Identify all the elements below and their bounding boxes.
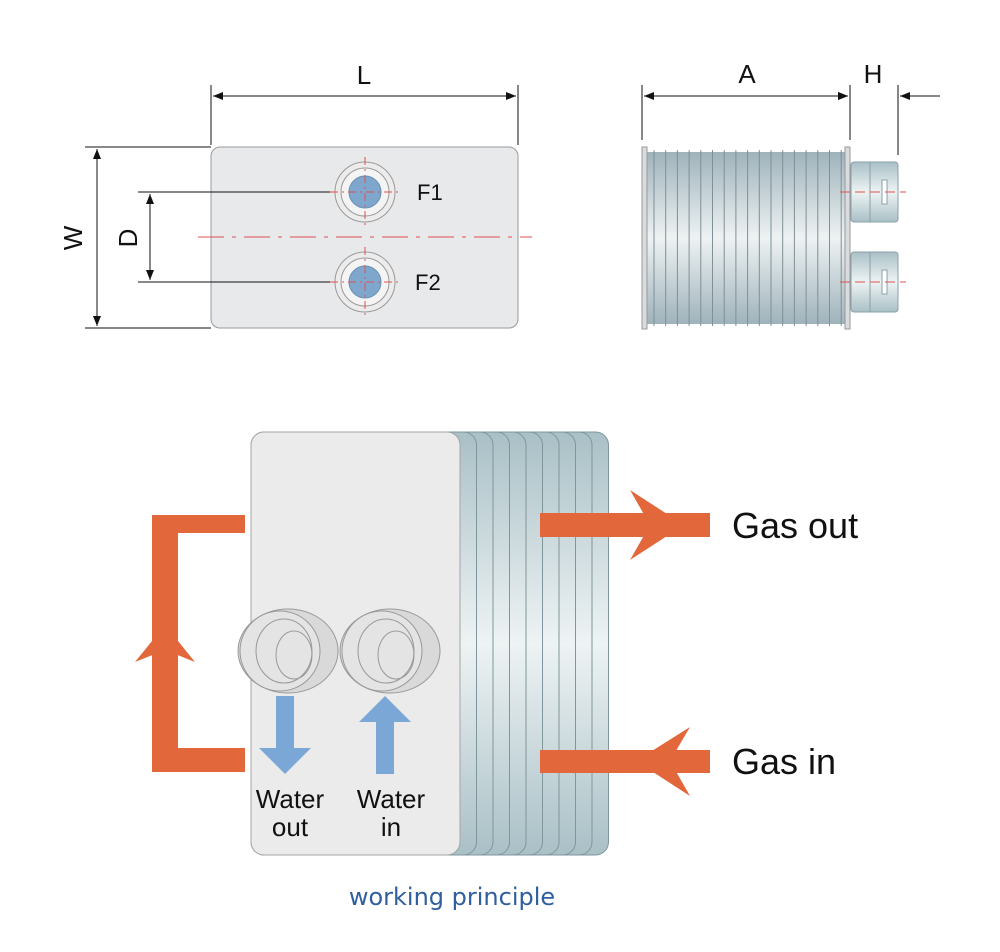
connector-bottom: [840, 251, 906, 313]
port-f2: [330, 247, 400, 317]
water-in-arrow-icon: [359, 696, 411, 774]
dim-label-w: W: [58, 225, 88, 250]
end-plate-right: [844, 146, 851, 330]
side-view: A H: [641, 59, 940, 330]
connector-top: [840, 161, 906, 223]
gas-in-arrow-icon: [540, 727, 710, 796]
water-out-label-line2: out: [272, 812, 309, 842]
water-out-arrow-icon: [259, 696, 311, 774]
dimension-lines: [85, 85, 519, 329]
fin-stack: [646, 152, 846, 324]
dim-label-d: D: [113, 229, 143, 248]
loop-up-arrowhead-icon: [135, 625, 195, 662]
side-dimension-lines: [641, 85, 940, 155]
port-f1: [330, 157, 400, 227]
working-principle-illustration: Water out Water in Gas out Gas in: [135, 431, 858, 856]
water-loop-path: [152, 515, 245, 772]
water-in-label-line1: Water: [357, 784, 426, 814]
dim-label-h: H: [864, 59, 883, 89]
water-out-fitting: [237, 608, 339, 694]
gas-out-arrow-icon: [540, 490, 710, 560]
top-view: L W D F1 F2: [58, 60, 532, 329]
port-label-f2: F2: [415, 270, 441, 295]
caption: working principle: [349, 883, 555, 911]
water-in-fitting: [339, 608, 441, 694]
gas-in-label: Gas in: [732, 741, 836, 782]
dim-label-l: L: [357, 60, 371, 90]
fins: [653, 150, 842, 326]
water-out-label-line1: Water: [256, 784, 325, 814]
port-label-f1: F1: [417, 180, 443, 205]
gas-out-label: Gas out: [732, 505, 858, 546]
dim-label-a: A: [738, 59, 756, 89]
water-in-label-line2: in: [381, 812, 401, 842]
end-plate-left: [641, 146, 648, 330]
